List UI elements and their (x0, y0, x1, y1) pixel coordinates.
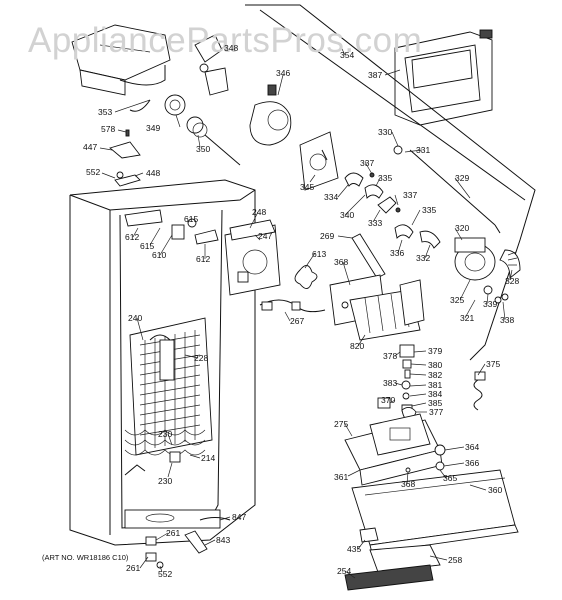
fan-shroud (124, 209, 281, 296)
bottom-left-parts (124, 464, 231, 569)
label-228: 228 (194, 353, 208, 363)
label-335-b: 335 (422, 205, 436, 215)
label-340: 340 (340, 210, 354, 220)
art-number: (ART NO. WR18186 C10) (42, 553, 129, 562)
label-258: 258 (448, 555, 462, 565)
label-214: 214 (201, 453, 215, 463)
label-353: 353 (98, 107, 112, 117)
drain-heater (124, 429, 206, 463)
label-339: 339 (483, 299, 497, 309)
label-383: 383 (383, 378, 397, 388)
label-329: 329 (455, 173, 469, 183)
label-330: 330 (378, 127, 392, 137)
label-365: 365 (443, 473, 457, 483)
label-368: 368 (334, 257, 348, 267)
label-361: 361 (334, 472, 348, 482)
label-325: 325 (450, 295, 464, 305)
label-843: 843 (216, 535, 230, 545)
label-321: 321 (460, 313, 474, 323)
label-370: 370 (381, 395, 395, 405)
label-230: 230 (158, 429, 172, 439)
drip-tray (344, 527, 441, 591)
label-275: 275 (334, 419, 348, 429)
label-385: 385 (428, 398, 442, 408)
label-615-b: 615 (140, 241, 154, 251)
ice-bucket-assembly (71, 24, 229, 96)
label-615: 615 (184, 214, 198, 224)
label-578: 578 (101, 124, 115, 134)
fan-blade-613 (294, 265, 318, 289)
label-261: 261 (166, 528, 180, 538)
label-381: 381 (428, 380, 442, 390)
label-378: 378 (383, 351, 397, 361)
label-552-b: 552 (158, 569, 172, 579)
label-348: 348 (224, 43, 238, 53)
label-335: 335 (378, 173, 392, 183)
label-612: 612 (125, 232, 139, 242)
harness-267 (259, 299, 326, 313)
label-336: 336 (390, 248, 404, 258)
label-360: 360 (488, 485, 502, 495)
bracket-345 (299, 131, 339, 191)
label-354: 354 (340, 50, 354, 60)
label-247: 247 (258, 231, 272, 241)
label-337: 337 (360, 158, 374, 168)
label-435: 435 (347, 544, 361, 554)
label-333: 333 (368, 218, 382, 228)
label-269: 269 (320, 231, 334, 241)
label-368-b: 368 (401, 479, 415, 489)
label-379: 379 (428, 346, 442, 356)
label-366: 366 (465, 458, 479, 468)
label-380: 380 (428, 360, 442, 370)
label-612-b: 612 (196, 254, 210, 264)
label-320: 320 (455, 223, 469, 233)
leader-lines (99, 44, 513, 579)
solenoid (454, 237, 521, 304)
label-552: 552 (86, 167, 100, 177)
fill-tube-269 (351, 233, 386, 279)
label-230-b: 230 (158, 476, 172, 486)
part-labels: 348 354 387 346 353 349 350 578 447 448 … (42, 43, 519, 579)
control-housing (344, 413, 446, 486)
label-384: 384 (428, 389, 442, 399)
label-820: 820 (350, 341, 364, 351)
dispenser-door-frame (394, 29, 493, 126)
label-375: 375 (486, 359, 500, 369)
label-332: 332 (416, 253, 430, 263)
small-parts-left (109, 129, 141, 187)
label-364: 364 (465, 442, 479, 452)
label-350: 350 (196, 144, 210, 154)
label-248: 248 (252, 207, 266, 217)
label-377: 377 (429, 407, 443, 417)
label-328: 328 (505, 276, 519, 286)
label-345: 345 (300, 182, 314, 192)
label-261-b: 261 (126, 563, 140, 573)
icemaker (329, 274, 425, 341)
label-338: 338 (500, 315, 514, 325)
label-847: 847 (232, 512, 246, 522)
label-334: 334 (324, 192, 338, 202)
label-331: 331 (416, 145, 430, 155)
label-337-b: 337 (403, 190, 417, 200)
evaporator (129, 317, 213, 456)
label-254: 254 (337, 566, 351, 576)
label-382: 382 (428, 370, 442, 380)
freezer-cabinet (69, 179, 256, 546)
label-610: 610 (152, 250, 166, 260)
label-613: 613 (312, 249, 326, 259)
label-240: 240 (128, 313, 142, 323)
label-349: 349 (146, 123, 160, 133)
watermark: AppliancePartsPros.com (28, 21, 422, 60)
door-outline (245, 4, 536, 361)
auger-motor (129, 84, 292, 166)
label-448: 448 (146, 168, 160, 178)
label-387: 387 (368, 70, 382, 80)
label-346: 346 (276, 68, 290, 78)
label-267: 267 (290, 316, 304, 326)
label-447: 447 (83, 142, 97, 152)
